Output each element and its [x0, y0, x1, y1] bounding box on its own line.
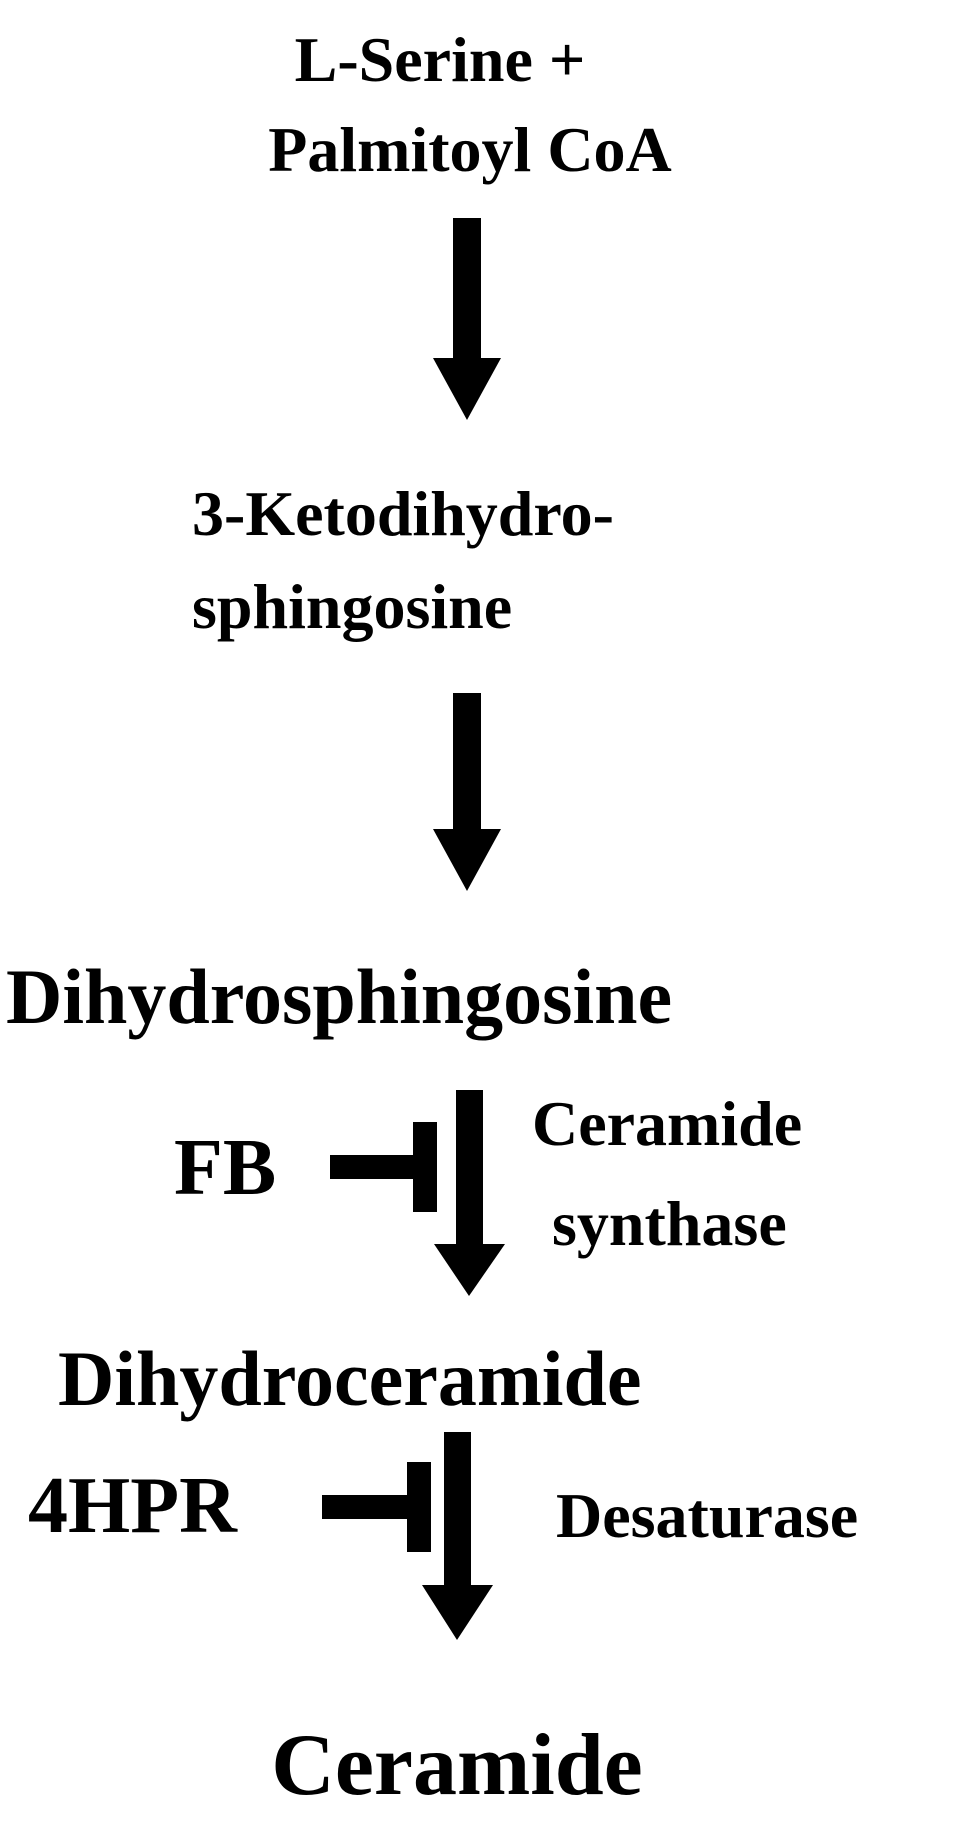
node-palmitoyl-coa: Palmitoyl CoA: [268, 114, 672, 185]
node-dihydroceramide: Dihydroceramide: [58, 1335, 642, 1422]
enzyme-ceramide-synthase-line2: synthase: [552, 1188, 787, 1259]
enzyme-ceramide-synthase-line1: Ceramide: [532, 1088, 803, 1159]
inhibition-fb: [330, 1122, 437, 1212]
inhibitor-4hpr: 4HPR: [28, 1462, 237, 1550]
inhibitor-fb: FB: [174, 1124, 277, 1212]
node-3-ketodihydrosphingosine-line1: 3-Ketodihydro-: [192, 478, 614, 549]
arrow-serine-to-keto: [433, 218, 501, 420]
node-3-ketodihydrosphingosine-line2: sphingosine: [192, 571, 513, 642]
node-dihydrosphingosine: Dihydrosphingosine: [6, 953, 673, 1040]
node-l-serine: L-Serine +: [294, 24, 586, 95]
enzyme-desaturase: Desaturase: [556, 1480, 859, 1551]
arrow-dihydroceramide-to-ceramide: [422, 1432, 493, 1640]
node-ceramide: Ceramide: [271, 1717, 643, 1814]
arrow-dihydrosphingosine-to-dihydroceramide: [434, 1090, 505, 1296]
arrow-keto-to-dihydrosphingosine: [433, 693, 501, 891]
inhibition-4hpr: [322, 1462, 431, 1552]
